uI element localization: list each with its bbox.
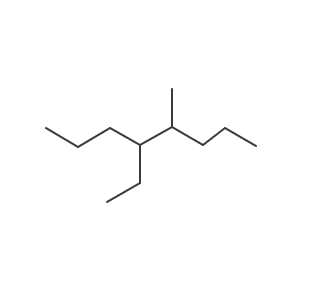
diagram-canvas [45,88,257,203]
bond-c7-to-c8 [224,127,257,147]
bond-propyl-terminal [45,127,79,148]
bond-c6-to-c7 [202,127,226,146]
bond-propyl-middle [77,127,111,148]
skeletal-formula [45,88,257,203]
bond-c4-to-c5 [139,126,173,146]
bond-propyl-to-c4 [109,127,141,146]
bond-ethyl-terminal [106,182,141,203]
bond-c5-to-c6 [171,126,204,146]
bond-group [45,88,257,203]
